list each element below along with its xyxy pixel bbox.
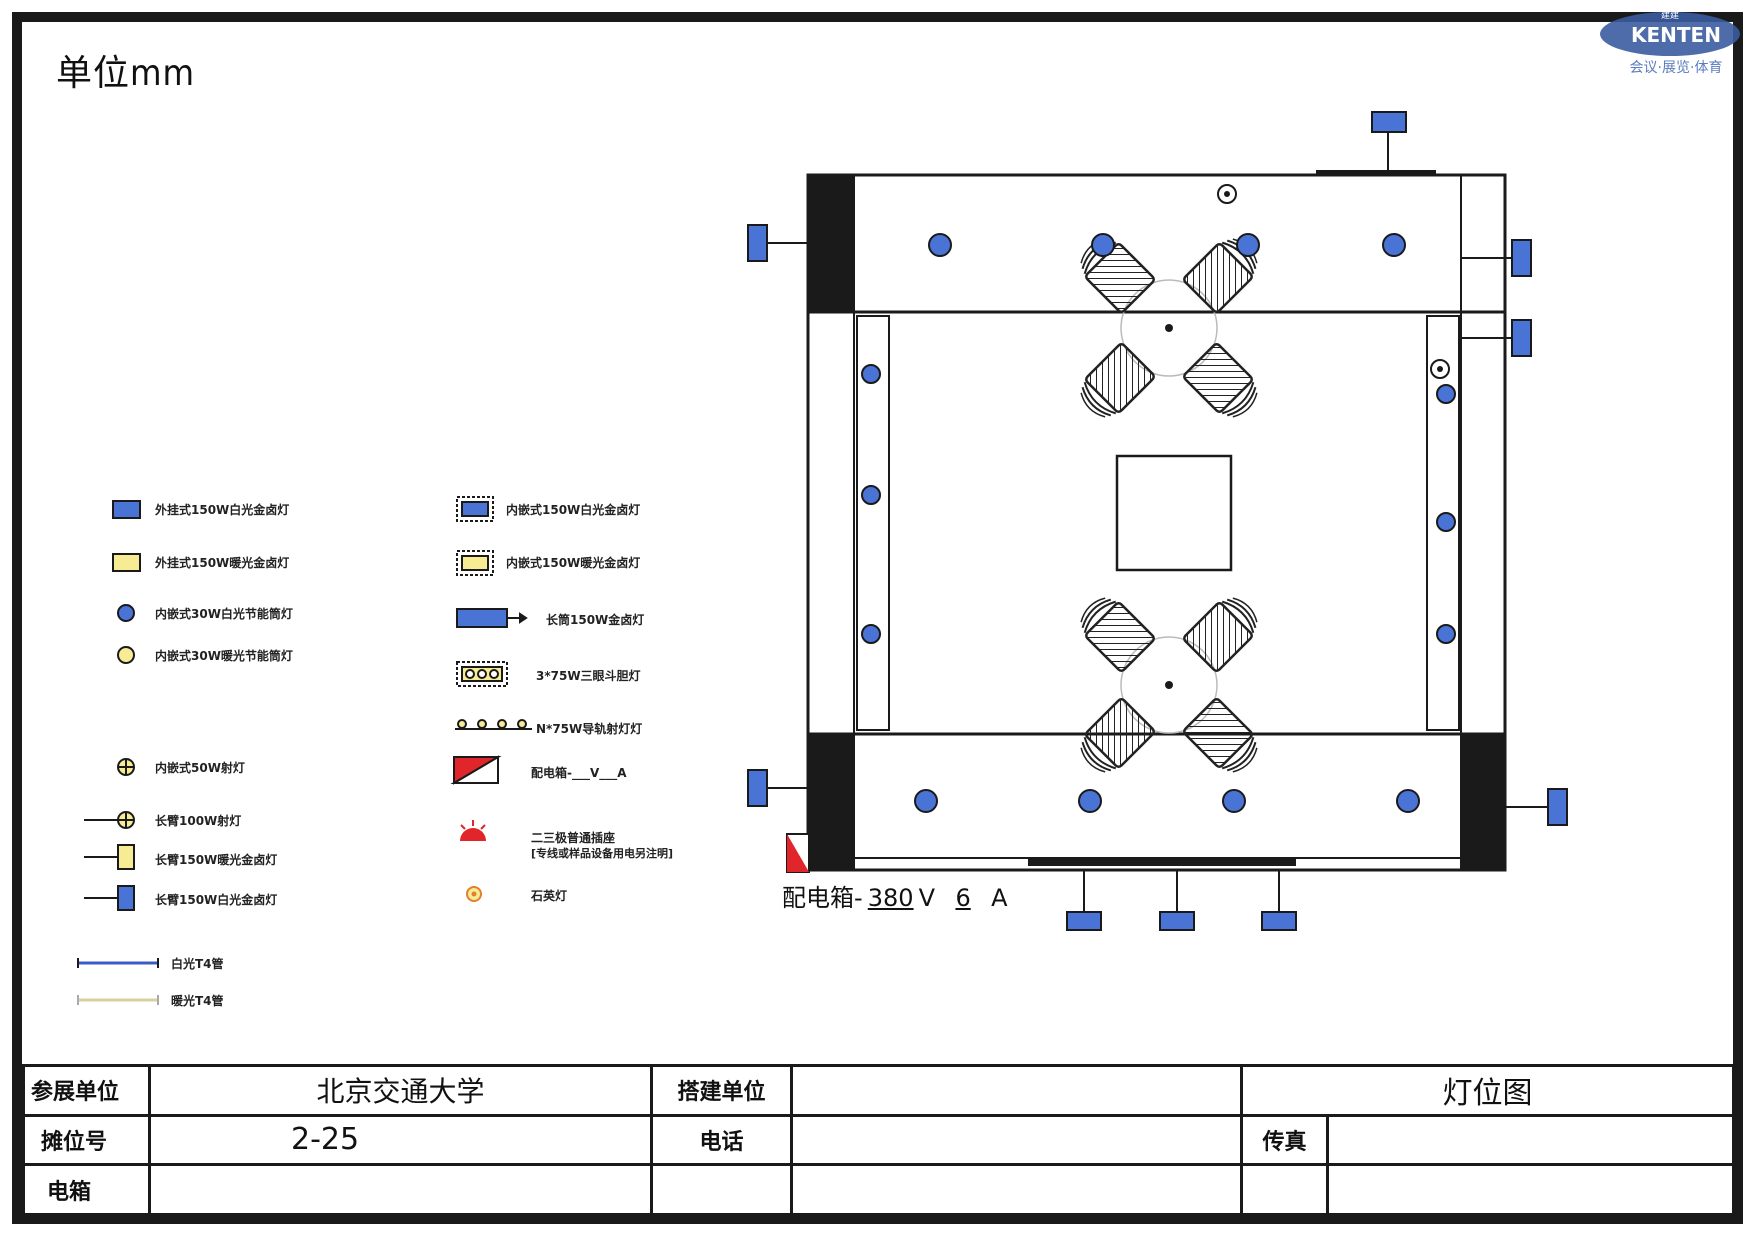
empty-cell [1240, 1163, 1329, 1216]
phone-value [790, 1113, 1243, 1167]
long-tube-icon [456, 608, 528, 628]
legend-label: 3*75W三眼斗胆灯 [536, 669, 641, 683]
track-light-icon [455, 719, 532, 730]
legend-label: 二三极普通插座 [531, 831, 616, 845]
drawing-frame [12, 12, 1743, 1224]
exhibitor-value: 北京交通大学 [148, 1064, 653, 1117]
unit-label: 单位mm [56, 53, 196, 94]
distribution-box-marker [786, 833, 810, 873]
logo-brand: KENTEN [1631, 23, 1721, 47]
fax-value [1326, 1113, 1735, 1167]
socket-icon [1217, 184, 1450, 379]
legend-label: N*75W导轨射灯灯 [536, 722, 643, 736]
legend-label: 内嵌式150W暖光金卤灯 [506, 556, 641, 570]
arm-blue-icon [84, 885, 135, 911]
empty-cell [1326, 1163, 1735, 1216]
arm-light-blue-group [747, 111, 1568, 931]
legend-label: 长臂150W白光金卤灯 [155, 893, 278, 907]
quartz-lamp-icon [466, 886, 482, 902]
chair-group-top [1071, 229, 1267, 427]
power-value [148, 1163, 653, 1216]
warm-tube-icon [77, 995, 159, 1005]
legend-left-icons [77, 500, 159, 1005]
builder-label: 搭建单位 [650, 1064, 793, 1117]
blue-tube-icon [77, 958, 159, 968]
title-block: 参展单位 北京交通大学 搭建单位 灯位图 摊位号 2-25 电话 传真 电箱 [22, 1064, 1735, 1216]
triple-eye-icon [456, 661, 508, 687]
builder-value [790, 1064, 1243, 1117]
legend-label: 内嵌式150W白光金卤灯 [506, 503, 641, 517]
electric-box-prefix: 配电箱- [782, 884, 863, 912]
legend-label: 内嵌式50W射灯 [155, 761, 245, 775]
recessed-yellow-icon [456, 550, 494, 576]
legend-label: 石英灯 [531, 889, 568, 903]
rect-yellow-icon [112, 553, 141, 572]
fax-label: 传真 [1240, 1113, 1329, 1167]
legend-label: 外挂式150W暖光金卤灯 [155, 556, 290, 570]
empty-cell [650, 1163, 793, 1216]
legend-label: 长臂100W射灯 [155, 814, 242, 828]
downlight-blue-group [861, 233, 1456, 813]
legend-right-icons [450, 496, 532, 902]
electric-box-a-unit: A [991, 884, 1008, 912]
circle-yellow-icon [117, 646, 135, 664]
electric-box-v-unit: V [918, 884, 936, 912]
arm-crosshair-icon [84, 811, 135, 829]
exhibitor-label: 参展单位 [22, 1064, 151, 1117]
distribution-box-icon [450, 755, 502, 785]
legend-label: 配电箱-___V___A [531, 766, 627, 780]
booth-value: 2-25 [148, 1113, 653, 1167]
electric-box-current: 6 [955, 884, 971, 912]
legend-label: 长臂150W暖光金卤灯 [155, 853, 278, 867]
electric-box-voltage: 380 [867, 884, 914, 912]
crosshair-icon [117, 758, 135, 776]
booth-label: 摊位号 [22, 1113, 151, 1167]
socket-icon [460, 820, 486, 841]
logo-slogan: 会议·展览·体育 [1630, 60, 1723, 76]
logo-top-text: 建建 [1661, 9, 1679, 21]
chair-group-bottom [1071, 588, 1267, 782]
legend-label: 长筒150W金卤灯 [546, 613, 645, 627]
power-label: 电箱 [22, 1163, 151, 1216]
phone-label: 电话 [650, 1113, 793, 1167]
arm-yellow-icon [84, 844, 135, 870]
legend-label: 外挂式150W白光金卤灯 [155, 503, 290, 517]
booth-structure [806, 170, 1507, 872]
legend-label: 内嵌式30W白光节能筒灯 [155, 607, 293, 621]
circle-blue-icon [117, 604, 135, 622]
legend-label: 暖光T4管 [171, 994, 224, 1008]
empty-cell [790, 1163, 1243, 1216]
legend-sublabel: [专线或样品设备用电另注明] [531, 847, 674, 860]
kenten-logo: 建建 KENTEN 会议·展览·体育 [1598, 6, 1748, 78]
recessed-blue-icon [456, 496, 494, 522]
rect-blue-icon [112, 500, 141, 519]
legend-label: 内嵌式30W暖光节能筒灯 [155, 649, 293, 663]
drawing-title: 灯位图 [1240, 1064, 1735, 1117]
legend-label: 白光T4管 [171, 957, 224, 971]
